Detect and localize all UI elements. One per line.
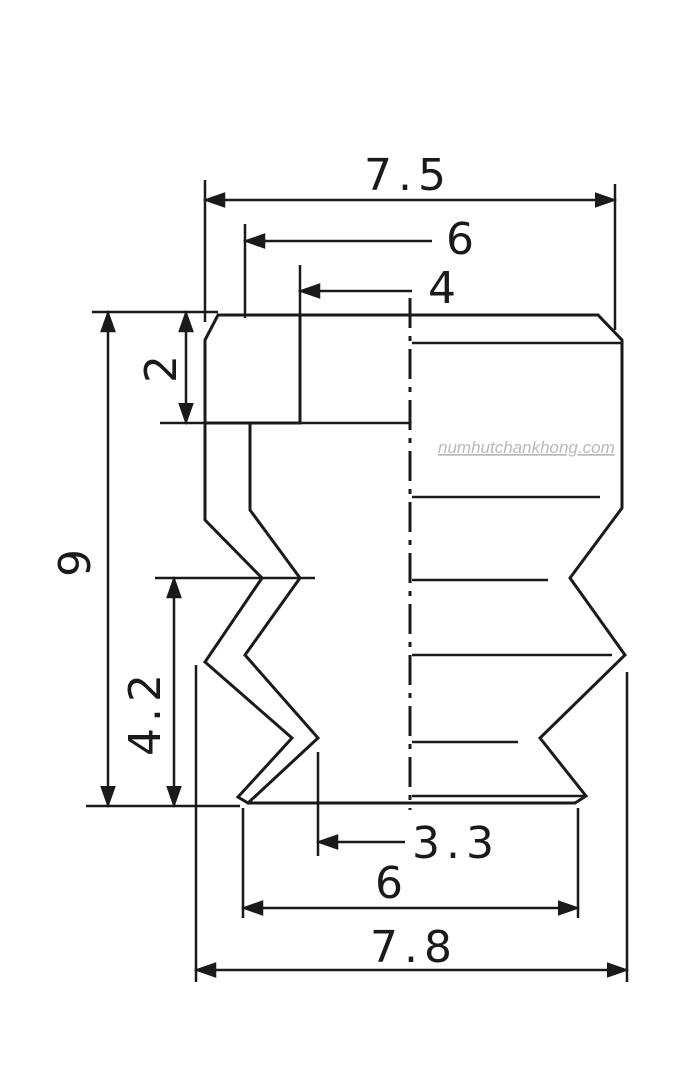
dim-label-top-middle: 6	[446, 214, 480, 265]
dimension-lines	[100, 192, 630, 978]
dim-label-bottom-outer: 7.8	[370, 922, 458, 973]
dim-label-top-outer: 7.5	[364, 150, 452, 201]
watermark-text: numhutchankhong.com	[438, 438, 615, 457]
dim-label-bottom-middle: 6	[375, 858, 409, 909]
dim-label-top-inner: 4	[428, 263, 462, 314]
dim-label-bottom-inner: 3.3	[412, 818, 500, 869]
dim-label-height-bellows: 4.2	[120, 668, 171, 756]
right-half-outline	[248, 313, 627, 805]
dim-label-height-total: 9	[50, 543, 101, 577]
hatched-wall-section	[203, 313, 321, 805]
dim-label-height-top: 2	[136, 349, 187, 383]
